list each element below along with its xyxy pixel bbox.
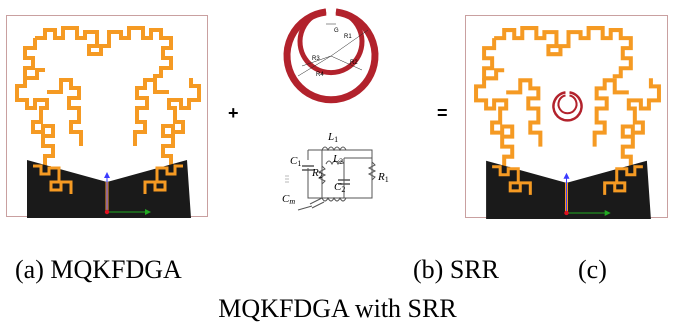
srr-label-r4: R4: [316, 72, 324, 78]
mqkfdga-with-srr-drawing: [474, 26, 661, 219]
circuit-label-r1: R1: [377, 171, 389, 184]
plus-operator: +: [228, 103, 239, 123]
srr-label-r2: R2: [350, 60, 358, 66]
capacitor-c1: [302, 165, 314, 171]
srr-inner-ring: [297, 8, 365, 76]
mqkfdga-antenna-panel: [6, 15, 208, 218]
circuit-label-c1: C1: [290, 155, 301, 168]
caption-c-continued: MQKFDGA with SRR: [218, 294, 457, 323]
circuit-label-r2: R2: [311, 167, 323, 180]
inductor-l2: [325, 160, 345, 166]
srr-drawing: G R1 R2 R3 R4: [283, 8, 379, 104]
circuit-label-cm: Cm: [282, 193, 295, 206]
resistor-r1: [367, 161, 377, 181]
circuit-label-l2: L2: [332, 153, 343, 166]
fractal-trace: [474, 26, 661, 171]
ground-plane: [27, 160, 191, 218]
resistor-r2: [317, 165, 327, 185]
equivalent-circuit: L1 L2 C1 R2 C2 R1 Cm: [282, 131, 389, 211]
srr-label-g: G: [334, 28, 339, 34]
ground-mark: [285, 175, 289, 183]
mqkfdga-with-srr-panel: [465, 15, 668, 219]
fractal-trace: [15, 26, 201, 170]
ground-plane: [486, 160, 651, 219]
embedded-srr: [552, 91, 583, 122]
caption-a: (a) MQKFDGA: [15, 255, 182, 284]
srr-dimension-lines: [297, 23, 369, 77]
equals-operator: =: [437, 103, 448, 123]
mqkfdga-antenna-drawing: [15, 26, 201, 218]
srr-label-r1: R1: [344, 34, 352, 40]
coordinate-axes: [563, 172, 611, 216]
coordinate-axes: [104, 172, 151, 215]
inductor-l1: [321, 146, 347, 152]
srr-outer-ring: [283, 8, 379, 104]
caption-b: (b) SRR: [413, 255, 499, 284]
capacitor-c2: [338, 179, 350, 185]
circuit-label-l1: L1: [327, 131, 338, 144]
inductor-bottom: [321, 196, 347, 202]
capacitor-cm: [297, 197, 325, 211]
circuit-label-c2: C2: [334, 181, 345, 194]
caption-c: (c): [578, 255, 607, 284]
srr-label-r3: R3: [312, 56, 320, 62]
